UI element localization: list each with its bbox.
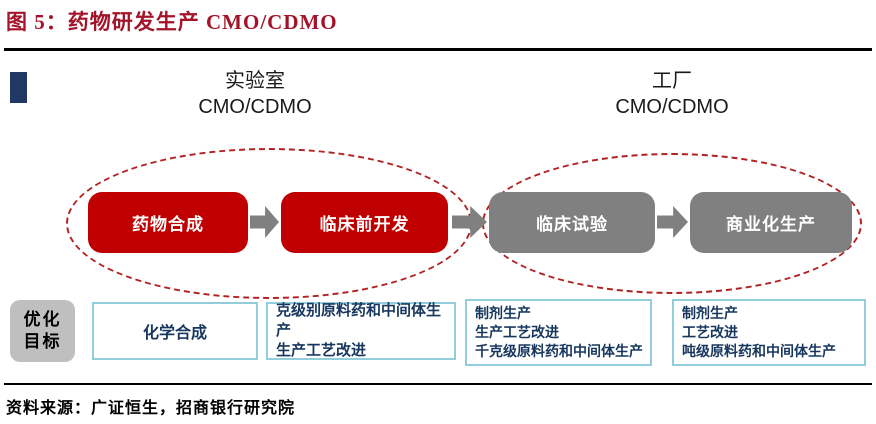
- stage-header-factory: 工厂 CMO/CDMO: [572, 68, 772, 120]
- flow-box-commercial-production: 商业化生产: [690, 192, 852, 253]
- optimization-box-4: 制剂生产 工艺改进 吨级原料药和中间体生产: [672, 299, 866, 366]
- optimization-box-3-line: 千克级原料药和中间体生产: [475, 343, 643, 359]
- optimization-box-3-line: 生产工艺改进: [475, 324, 559, 340]
- flow-box-drug-synthesis: 药物合成: [88, 192, 248, 253]
- optimization-box-2: 克级别原料药和中间体生产 生产工艺改进: [266, 302, 456, 360]
- optimization-box-2-line: 生产工艺改进: [276, 342, 367, 359]
- stage-header-lab: 实验室 CMO/CDMO: [155, 68, 355, 120]
- optimization-box-1-line: 化学合成: [142, 325, 207, 342]
- bottom-rule: [4, 383, 872, 385]
- optimization-box-4-line: 工艺改进: [682, 324, 738, 340]
- figure-title: 图 5：药物研发生产 CMO/CDMO: [6, 10, 338, 34]
- stage-factory-subtitle: CMO/CDMO: [615, 96, 729, 118]
- stage-lab-subtitle: CMO/CDMO: [198, 96, 312, 118]
- optimization-box-4-line: 吨级原料药和中间体生产: [682, 343, 836, 359]
- optimization-goal-label-line2: 目标: [23, 332, 62, 351]
- stage-lab-name: 实验室: [225, 70, 285, 92]
- left-accent-block: [10, 72, 27, 103]
- optimization-goal-label-line1: 优化: [23, 310, 62, 329]
- flow-box-clinical-trials: 临床试验: [489, 192, 655, 253]
- optimization-box-2-line: 克级别原料药和中间体生产: [276, 302, 442, 339]
- optimization-goal-label: 优化 目标: [10, 300, 75, 362]
- flow-box-preclinical-development: 临床前开发: [281, 192, 448, 253]
- optimization-box-4-line: 制剂生产: [682, 305, 738, 321]
- optimization-box-3-line: 制剂生产: [475, 305, 531, 321]
- stage-factory-name: 工厂: [652, 70, 692, 92]
- optimization-box-3: 制剂生产 生产工艺改进 千克级原料药和中间体生产: [465, 299, 652, 366]
- top-rule: [4, 48, 872, 51]
- source-attribution: 资料来源：广证恒生，招商银行研究院: [6, 400, 296, 417]
- optimization-box-1: 化学合成: [92, 302, 258, 360]
